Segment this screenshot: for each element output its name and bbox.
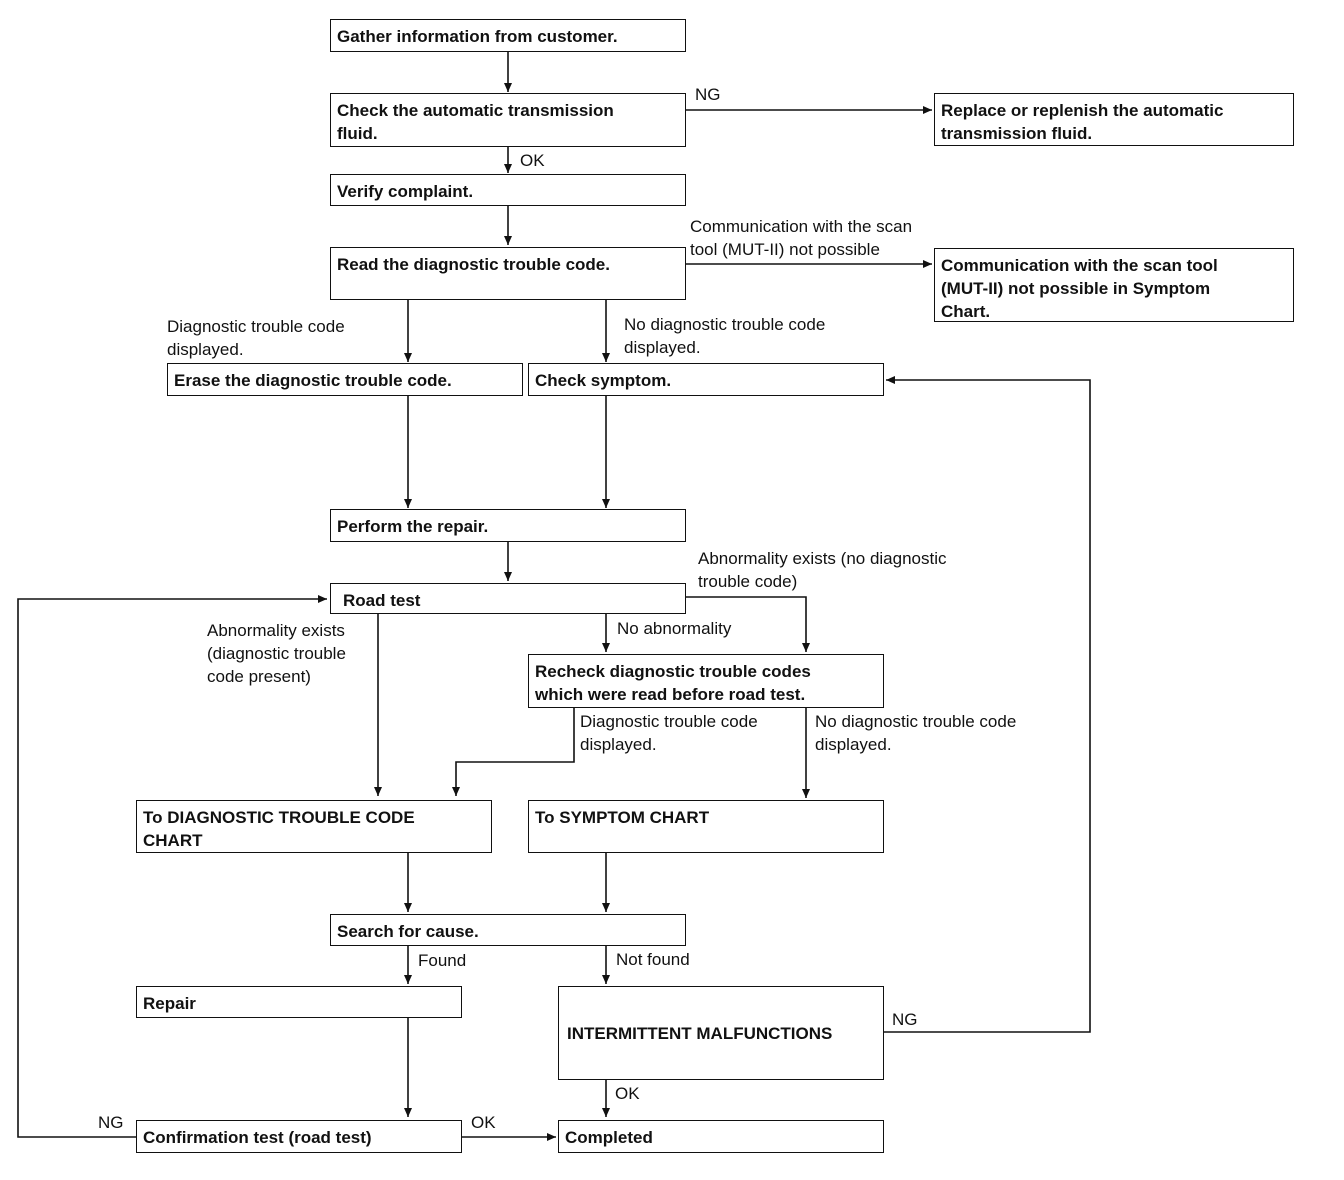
box-comm-not-possible: Communication with the scan tool (MUT-II…	[934, 248, 1294, 322]
box-replace-atf: Replace or replenish the automatic trans…	[934, 93, 1294, 146]
arrow-intermittent-to-check-symptom	[884, 376, 1091, 1033]
label-found: Found	[418, 951, 467, 970]
label-abnormal-no-dtc: Abnormality exists (no diagnostic troubl…	[698, 549, 947, 591]
box-erase-dtc: Erase the diagnostic trouble code.	[167, 363, 523, 396]
box-dtc-chart: To DIAGNOSTIC TROUBLE CODE CHART	[136, 800, 492, 853]
label-comm-edge: Communication with the scan tool (MUT-II…	[690, 217, 913, 259]
label-not-found: Not found	[616, 950, 690, 969]
box-perform-repair: Perform the repair.	[330, 509, 686, 542]
label-ok-intermittent: OK	[615, 1084, 640, 1103]
label-dtc-displayed: Diagnostic trouble code displayed.	[167, 317, 345, 359]
box-verify-complaint: Verify complaint.	[330, 174, 686, 206]
box-gather-info: Gather information from customer.	[330, 19, 686, 52]
box-repair: Repair	[136, 986, 462, 1018]
label-ng-confirmation: NG	[98, 1113, 124, 1132]
box-intermittent-malfunctions: INTERMITTENT MALFUNCTIONS	[558, 986, 884, 1080]
box-check-symptom: Check symptom.	[528, 363, 884, 396]
box-check-atf: Check the automatic transmission fluid.	[330, 93, 686, 147]
box-read-dtc: Read the diagnostic trouble code.	[330, 247, 686, 300]
label-recheck-dtc-displayed: Diagnostic trouble code displayed.	[580, 712, 758, 754]
label-abnormal-dtc: Abnormality exists (diagnostic trouble c…	[207, 621, 346, 686]
box-road-test: Road test	[330, 583, 686, 614]
box-confirmation-test: Confirmation test (road test)	[136, 1120, 462, 1153]
box-symptom-chart: To SYMPTOM CHART	[528, 800, 884, 853]
label-ok-confirmation: OK	[471, 1113, 496, 1132]
box-recheck-dtc: Recheck diagnostic trouble codes which w…	[528, 654, 884, 708]
arrow-recheck-to-dtc-chart	[452, 708, 575, 796]
label-ng-intermittent: NG	[892, 1010, 918, 1029]
label-no-dtc-displayed: No diagnostic trouble code displayed.	[624, 315, 826, 357]
arrow-road-test-to-recheck-abnormal	[686, 596, 810, 652]
label-ok-atf: OK	[520, 151, 545, 170]
label-no-abnormality: No abnormality	[617, 619, 732, 638]
arrow-confirmation-to-road-test	[17, 595, 327, 1138]
label-ng-atf: NG	[695, 85, 721, 104]
label-recheck-no-dtc: No diagnostic trouble code displayed.	[815, 712, 1017, 754]
box-completed: Completed	[558, 1120, 884, 1153]
box-search-cause: Search for cause.	[330, 914, 686, 946]
